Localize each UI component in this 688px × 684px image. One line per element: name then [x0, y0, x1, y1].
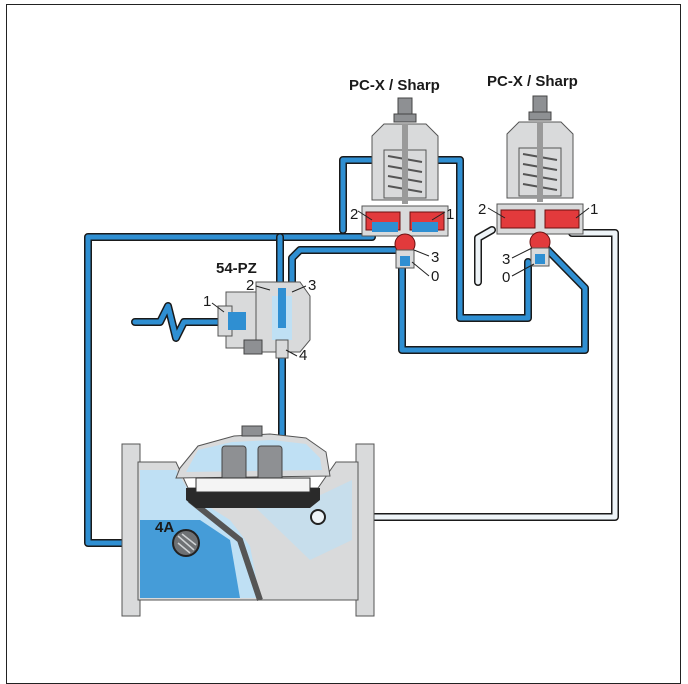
strainer-tag: 4A — [155, 519, 174, 536]
pilot-right-port-1: 1 — [590, 201, 598, 218]
relay-title: 54-PZ — [216, 260, 257, 277]
vented-tubing — [316, 226, 619, 521]
relay-port-4: 4 — [299, 347, 307, 364]
pilot-right-title: PC-X / Sharp — [487, 73, 578, 90]
pilot-right-port-0: 0 — [502, 269, 510, 286]
pilot-right-port-2: 2 — [478, 201, 486, 218]
pilot-left-port-2: 2 — [350, 206, 358, 223]
pilot-left — [361, 97, 449, 269]
pilot-left-port-0: 0 — [431, 268, 439, 285]
pilot-left-port-3: 3 — [431, 249, 439, 266]
main-valve — [121, 425, 375, 617]
relay-port-1: 1 — [203, 293, 211, 310]
pilot-left-port-1: 1 — [446, 206, 454, 223]
relay-port-3: 3 — [308, 277, 316, 294]
pilot-right-port-3: 3 — [502, 251, 510, 268]
pilot-right — [496, 95, 584, 267]
relay-54pz — [217, 281, 311, 359]
pilot-left-title: PC-X / Sharp — [349, 77, 440, 94]
relay-port-2: 2 — [246, 277, 254, 294]
